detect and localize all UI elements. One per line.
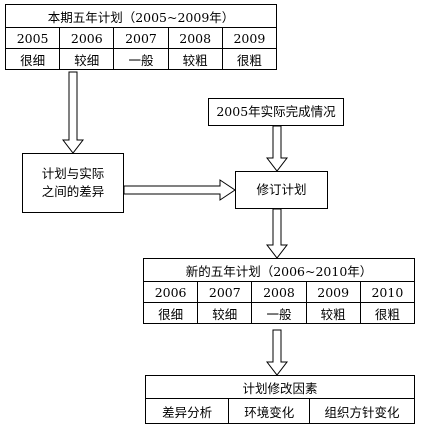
- revise-plan-box: 修订计划: [235, 171, 328, 209]
- gap-box: 计划与实际 之间的差异: [22, 153, 124, 213]
- arrow-gap-to-revise: [123, 179, 236, 201]
- current-level-cell: 较细: [59, 48, 115, 70]
- factors-table: 计划修改因素 差异分析 环境变化 组织方针变化: [144, 375, 415, 424]
- new-plan-levels-row: 很细 较细 一般 较粗 很粗: [142, 302, 416, 324]
- arrow-actual-to-revise: [265, 125, 289, 172]
- current-level-cell: 一般: [113, 48, 169, 70]
- revise-plan-label: 修订计划: [256, 182, 307, 197]
- factor-item: 环境变化: [228, 398, 311, 424]
- new-plan-title: 新的五年计划（2006~2010年）: [143, 258, 415, 282]
- arrow-revise-to-newplan: [265, 208, 289, 259]
- new-plan-table: 新的五年计划（2006~2010年） 2006 2007 2008 2009 2…: [142, 258, 416, 324]
- new-level-cell: 较粗: [305, 302, 361, 324]
- new-plan-years-row: 2006 2007 2008 2009 2010: [142, 281, 416, 303]
- new-year-cell: 2006: [142, 281, 199, 303]
- current-year-cell: 2009: [221, 27, 278, 49]
- actual-status-box: 2005年实际完成情况: [208, 98, 344, 126]
- factor-item: 组织方针变化: [309, 398, 415, 424]
- gap-label-line1: 计划与实际: [41, 166, 105, 181]
- new-year-cell: 2010: [359, 281, 416, 303]
- current-level-cell: 很粗: [221, 48, 278, 70]
- factors-title: 计划修改因素: [145, 375, 415, 399]
- new-level-cell: 很细: [142, 302, 199, 324]
- actual-status-label: 2005年实际完成情况: [216, 104, 336, 119]
- current-plan-table: 本期五年计划（2005~2009年） 2005 2006 2007 2008 2…: [4, 4, 278, 70]
- arrow-plan-to-gap: [61, 71, 85, 154]
- current-level-cell: 较粗: [167, 48, 223, 70]
- factors-items-row: 差异分析 环境变化 组织方针变化: [144, 398, 415, 424]
- current-plan-levels-row: 很细 较细 一般 较粗 很粗: [4, 48, 278, 70]
- factor-item: 差异分析: [144, 398, 230, 424]
- new-year-cell: 2007: [197, 281, 253, 303]
- current-level-cell: 很细: [4, 48, 61, 70]
- new-level-cell: 很粗: [359, 302, 416, 324]
- current-plan-title: 本期五年计划（2005~2009年）: [5, 4, 277, 28]
- new-level-cell: 一般: [251, 302, 307, 324]
- arrow-newplan-to-factors: [265, 329, 289, 376]
- gap-label-line2: 之间的差异: [41, 184, 105, 199]
